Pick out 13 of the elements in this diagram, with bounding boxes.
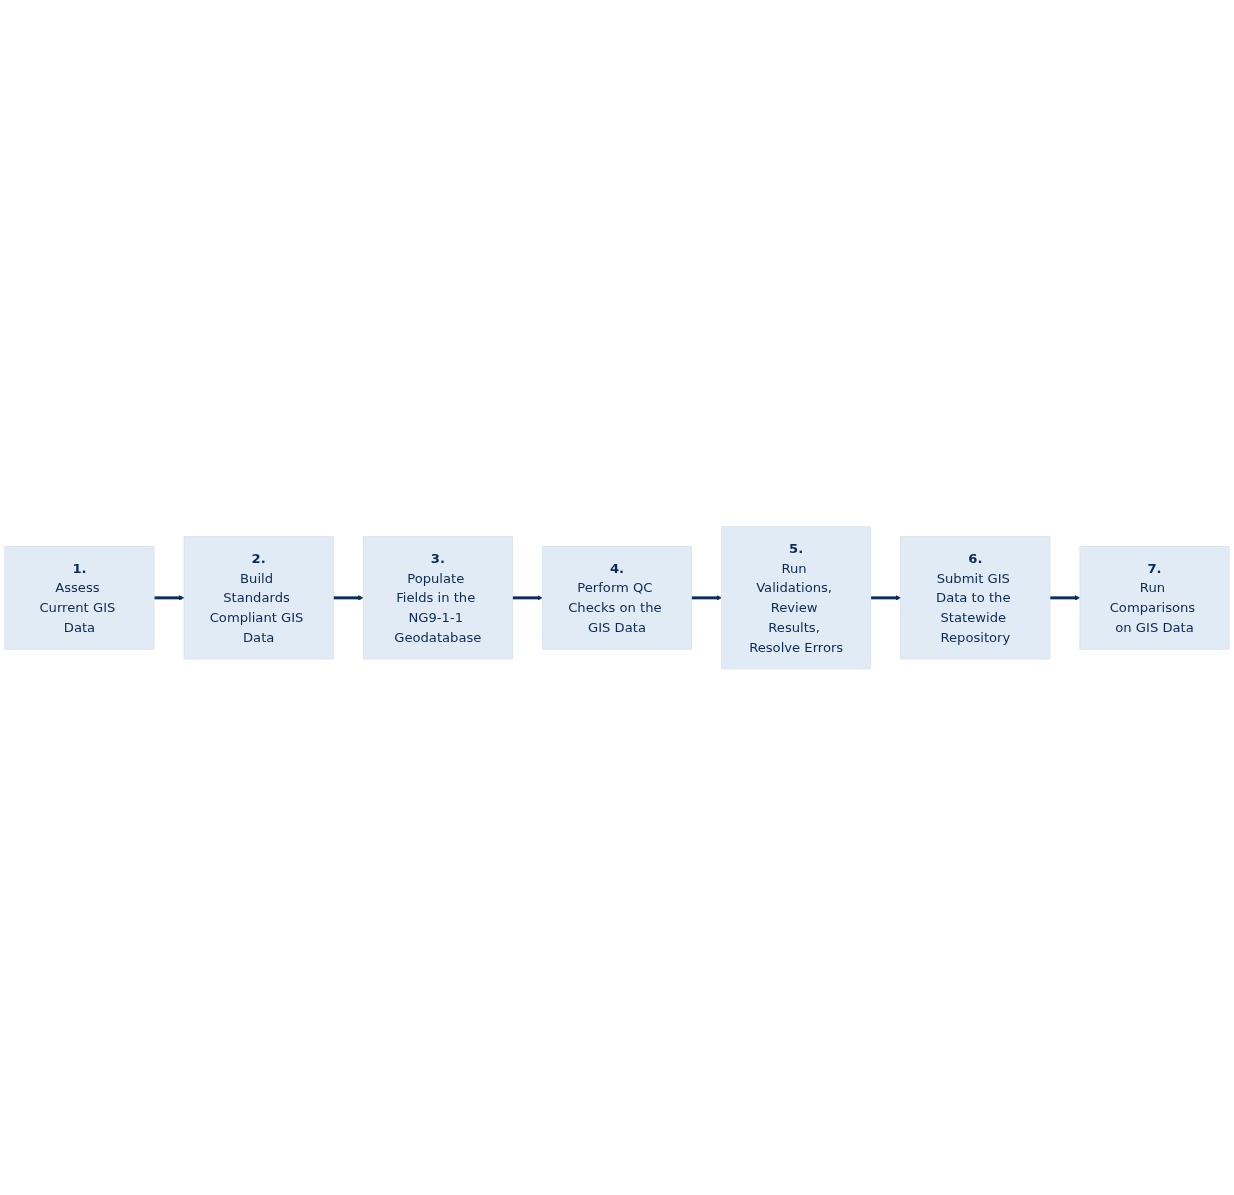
node-box: 4. Perform QC Checks on the GIS Data xyxy=(542,545,692,650)
node-box: 2. Build Standards Compliant GIS Data xyxy=(183,535,334,659)
arrow xyxy=(333,594,364,601)
node-box: 1. Assess Current GIS Data xyxy=(4,545,155,650)
arrow xyxy=(512,594,543,601)
node-box: 5. Run Validations, Review Results, Resolve Errors xyxy=(721,526,872,669)
arrow xyxy=(870,594,901,601)
arrow xyxy=(154,594,185,601)
node-box: 6. Submit GIS Data to the Statewide Repository xyxy=(900,535,1051,659)
arrow xyxy=(1050,594,1081,601)
arrow xyxy=(691,594,722,601)
node-box: 7. Run Comparisons on GIS Data xyxy=(1079,545,1230,650)
node-box: 3. Populate Fields in the NG9-1-1 Geodatabase xyxy=(362,535,513,659)
